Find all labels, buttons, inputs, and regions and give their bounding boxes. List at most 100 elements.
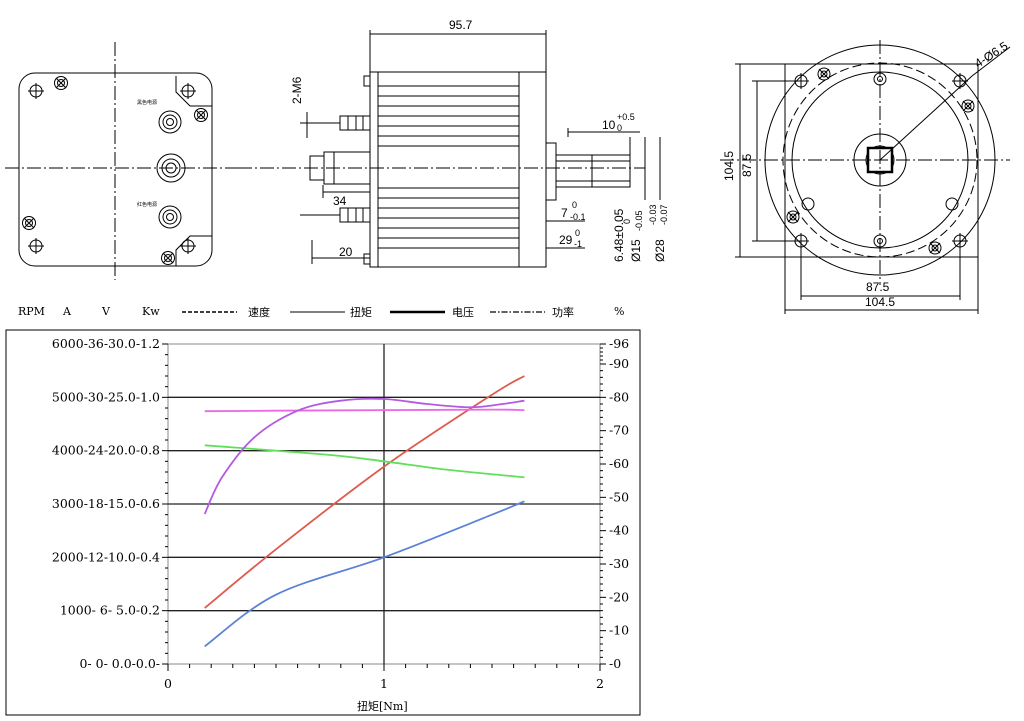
dim-pilot-dia-group: Ø28 -0.03 -0.07	[648, 204, 669, 262]
dim-pilot-dia-tol-lower: -0.07	[659, 204, 669, 225]
front-screw	[786, 210, 800, 224]
right-tick-label: -80	[609, 389, 629, 404]
rear-terminal-center	[156, 153, 186, 183]
right-tick-label: -40	[609, 523, 629, 538]
dim-height-outer: 104.5	[722, 151, 736, 181]
rear-view	[5, 42, 240, 280]
legend-unit-v: V	[101, 305, 111, 318]
dim-shaft-dia: Ø15	[629, 239, 643, 262]
front-face-hole	[873, 234, 887, 248]
legend-label-power: 功率	[552, 305, 574, 319]
rear-corner-hole	[28, 238, 44, 254]
right-tick-label: -96	[609, 336, 629, 351]
dim-pilot-dia: Ø28	[653, 239, 667, 262]
rear-screw	[194, 108, 208, 122]
dim-shaft-dia-tol-upper: 0	[622, 219, 632, 224]
front-mount-hole	[793, 73, 809, 89]
dim-shaft-extension-group: 29 0 -1	[559, 228, 582, 249]
rear-screw	[161, 251, 175, 265]
dim-shaft-length-tol-lower: 0	[617, 123, 622, 133]
left-tick-label: 3000-18-15.0-0.6	[52, 496, 160, 511]
right-tick-label: -90	[609, 356, 629, 371]
front-mount-hole	[952, 233, 968, 249]
performance-chart: 0- 0- 0.0-0.0- 1000- 6- 5.0-0.2 2000-12-10…	[5, 329, 641, 716]
right-tick-label: -0	[609, 656, 621, 671]
dim-pilot-dia-tol-upper: -0.03	[648, 204, 658, 225]
dim-shaft-extension-tol-upper: 0	[575, 228, 580, 238]
legend-label-torque: 扭矩	[350, 305, 372, 319]
chart-series	[203, 375, 525, 648]
dim-base-spacing: 20	[339, 245, 353, 259]
side-terminal-bottom	[300, 207, 371, 223]
rear-label-top: 黑色电源	[137, 99, 157, 106]
dim-height-inner: 87.5	[740, 153, 754, 177]
front-mount-hole	[952, 73, 968, 89]
legend-unit-rpm: RPM	[18, 305, 45, 318]
rear-boss-notch	[175, 235, 212, 266]
dim-width-outer: 104.5	[865, 295, 895, 309]
dim-shaft-extension: 29	[559, 233, 573, 247]
left-tick-label: 2000-12-10.0-0.4	[52, 549, 160, 564]
x-tick-label: 1	[380, 676, 388, 691]
chart-frame	[5, 329, 641, 716]
front-mount-hole	[793, 233, 809, 249]
rear-screw	[22, 216, 36, 230]
dim-shaft-length-tol-upper: +0.5	[617, 112, 635, 122]
left-tick-label: 6000-36-30.0-1.2	[52, 336, 160, 351]
dim-overall-length: 95.7	[449, 18, 473, 32]
left-tick-label: 1000- 6- 5.0-0.2	[60, 603, 160, 618]
series-line	[204, 375, 525, 609]
front-face-hole	[945, 197, 959, 211]
x-tick-label: 0	[164, 676, 172, 691]
dim-shaft-dia-tol-lower: -0.05	[634, 210, 644, 231]
dim-pilot-depth-tol-lower: -0.1	[570, 212, 586, 222]
dim-pilot-depth-tol-upper: 0	[572, 200, 577, 210]
front-face-hole	[873, 72, 887, 86]
dim-pilot-depth-group: 7 0 -0.1	[561, 200, 586, 222]
legend-unit-a: A	[62, 305, 72, 318]
dim-shaft-length-group: 10 +0.5 0	[602, 112, 635, 133]
legend-right-unit: %	[614, 305, 624, 318]
front-screw	[961, 99, 975, 113]
dim-shaft-dia-group: Ø15 0 -0.05	[622, 210, 644, 262]
dim-shaft-length: 10	[602, 118, 616, 132]
side-terminal-top	[300, 115, 371, 131]
rear-corner-hole	[180, 238, 196, 254]
right-tick-label: -50	[609, 489, 629, 504]
front-face-hole	[801, 197, 815, 211]
rear-terminal-bottom	[158, 205, 182, 229]
left-axis-ticks: 0- 0- 0.0-0.0- 1000- 6- 5.0-0.2 2000-12-10…	[52, 336, 168, 671]
right-axis-ticks: -0-10-20-30-40-50-60-70-80-90-96	[600, 336, 629, 671]
right-tick-label: -70	[609, 423, 629, 438]
rear-corner-hole	[180, 83, 196, 99]
rear-corner-hole	[28, 83, 44, 99]
side-front-flange	[546, 142, 557, 201]
front-hole-leader	[879, 75, 973, 161]
legend-unit-kw: Kw	[142, 305, 160, 318]
front-view	[720, 40, 1011, 314]
dim-terminal-spacing: 34	[333, 194, 347, 208]
legend-label-voltage: 电压	[452, 306, 474, 319]
dim-width-inner: 87.5	[866, 280, 890, 294]
left-tick-label: 4000-24-20.0-0.8	[52, 443, 160, 458]
dim-pilot-depth: 7	[561, 206, 568, 220]
rear-terminal-top	[158, 110, 182, 134]
side-shaft	[555, 154, 631, 188]
dim-holes: 4-Ø6.5	[972, 39, 1011, 71]
series-line	[204, 444, 525, 479]
rear-boss-notch	[175, 76, 212, 107]
legend-label-speed: 速度	[248, 305, 270, 319]
left-tick-label: 0- 0- 0.0-0.0-	[79, 656, 160, 671]
dim-thread: 2-M6	[290, 76, 304, 104]
x-axis-ticks: 0 1 2	[164, 664, 604, 691]
dim-flat: 6.48±0.05	[612, 208, 626, 262]
front-screw	[928, 241, 942, 255]
series-line	[204, 500, 525, 648]
right-tick-label: -10	[609, 623, 629, 638]
x-tick-label: 2	[596, 676, 604, 691]
right-tick-label: -60	[609, 456, 629, 471]
series-line	[203, 397, 525, 515]
dim-shaft-extension-tol-lower: -1	[574, 239, 582, 249]
